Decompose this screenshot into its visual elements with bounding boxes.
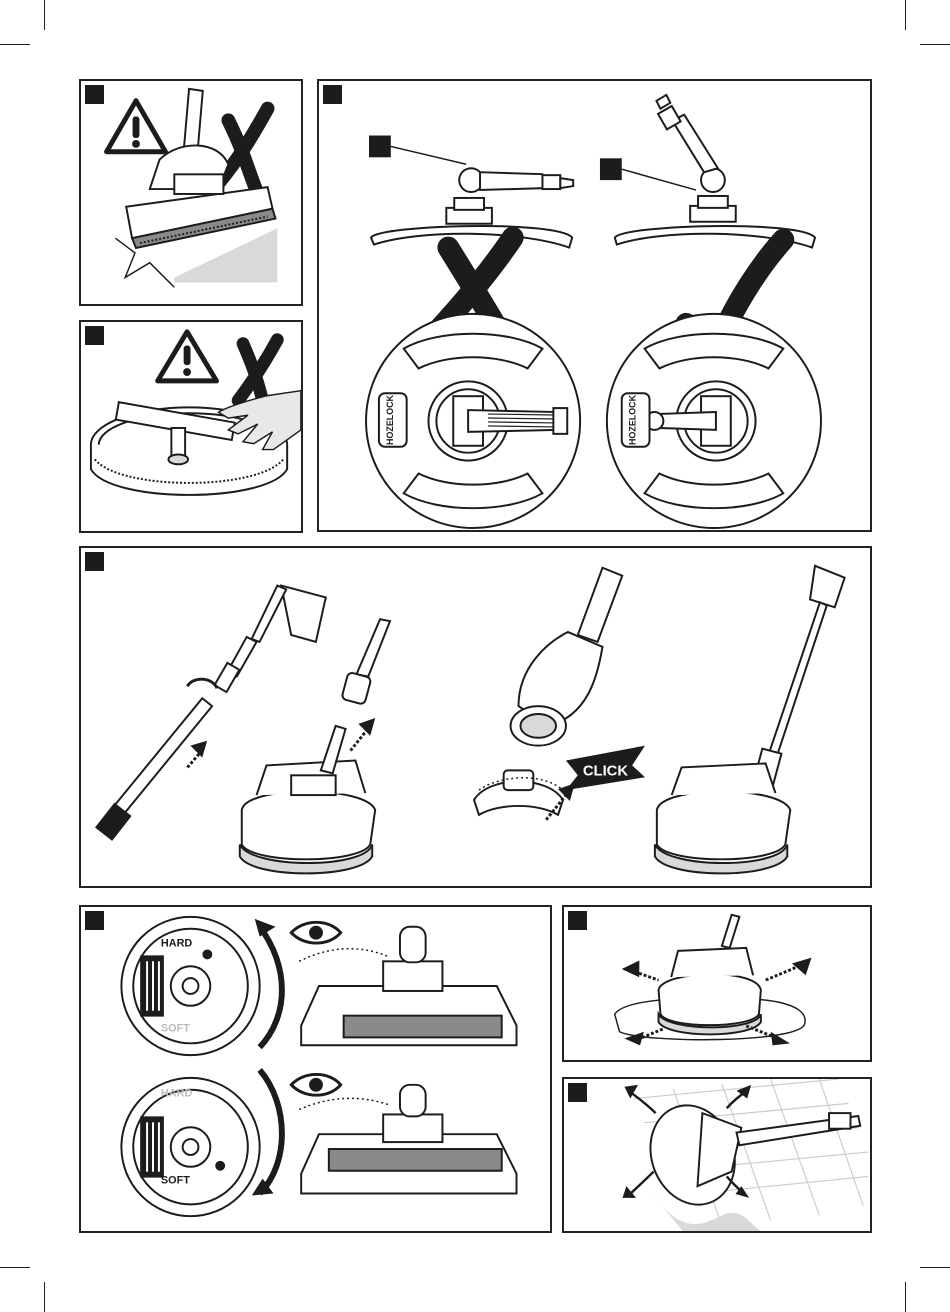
top-view-correct (607, 314, 821, 528)
soft-label-inactive: SOFT (161, 1022, 190, 1034)
hard-label-inactive: HARD (161, 1088, 193, 1100)
top-view-wrong (366, 314, 580, 528)
panel-assembly: CLICK (79, 546, 872, 888)
crop-mark (44, 0, 45, 30)
sweep-illustration (564, 1079, 870, 1231)
click-label: CLICK (583, 763, 629, 779)
rotate-arrow (260, 1070, 282, 1193)
panel-warning-tilt (79, 79, 303, 306)
warning-icon (107, 101, 166, 152)
cleaner-base (240, 726, 375, 874)
arrow-icon (187, 741, 207, 768)
callout-marker (369, 136, 391, 158)
spray-illustration (564, 907, 870, 1060)
panel-handle-orientation: HOZELOCK HOZELOCK (317, 79, 872, 532)
crop-mark (920, 44, 950, 45)
hose-end (341, 619, 390, 705)
callout-marker (600, 158, 622, 180)
crop-mark (0, 1267, 30, 1268)
cleaner-unit (659, 915, 761, 1035)
assembly-illustration: CLICK (81, 548, 870, 886)
orientation-illustration: HOZELOCK HOZELOCK (319, 81, 870, 530)
eye-icon (291, 1074, 340, 1095)
soft-label: SOFT (161, 1175, 190, 1187)
setting-illustration: HARD SOFT HARD SOFT (81, 907, 550, 1231)
hand-illustration (81, 322, 301, 531)
tilt-illustration (81, 81, 301, 304)
brand-label: HOZELOCK (628, 394, 638, 445)
warning-icon (158, 332, 217, 381)
crop-mark (905, 1282, 906, 1312)
click-badge: CLICK (566, 746, 645, 790)
rotate-arrow (260, 927, 282, 1048)
brush-head-hard (301, 927, 516, 1046)
eye-icon (291, 922, 340, 943)
brush-head-soft (301, 1085, 516, 1194)
panel-warning-hand (79, 320, 303, 533)
hard-label: HARD (161, 938, 193, 950)
crop-mark (44, 1282, 45, 1312)
cross-icon (238, 340, 277, 401)
crop-mark (905, 0, 906, 30)
crop-mark (0, 44, 30, 45)
cleaner-unit (637, 1093, 860, 1216)
panel-spray (562, 905, 872, 1062)
cross-icon (219, 109, 268, 190)
arrow-icon (350, 718, 375, 751)
panel-hard-soft: HARD SOFT HARD SOFT (79, 905, 552, 1233)
crop-mark (920, 1267, 950, 1268)
assembled-cleaner (655, 566, 845, 874)
brand-label: HOZELOCK (385, 394, 395, 445)
side-view-correct (615, 95, 815, 248)
panel-sweep (562, 1077, 872, 1233)
side-view-wrong (371, 168, 573, 247)
